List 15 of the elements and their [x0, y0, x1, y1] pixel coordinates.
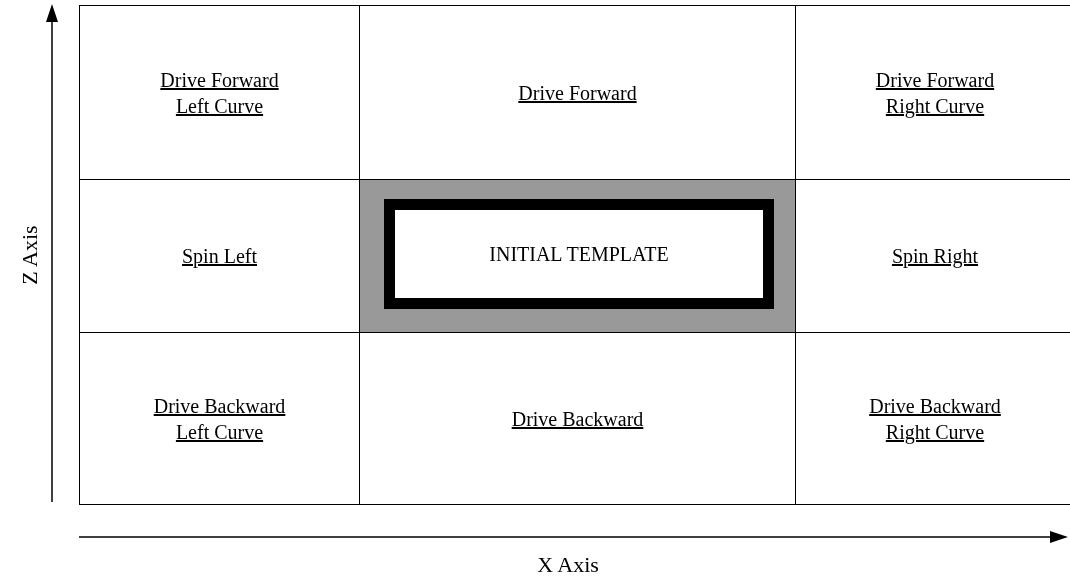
- cell-label: Spin Right: [891, 244, 979, 269]
- cell-label: Drive Forward Right Curve: [874, 67, 996, 119]
- shaded-cell: [359, 179, 796, 333]
- axis-label: Z Axis: [17, 225, 43, 285]
- cell-label: Drive Forward Left Curve: [159, 67, 280, 119]
- grid-cell: [79, 332, 360, 505]
- cell-label: Drive Backward Left Curve: [152, 393, 287, 445]
- box-label: INITIAL TEMPLATE: [489, 242, 669, 267]
- cell-label: Drive Backward: [511, 406, 644, 432]
- template-box: [384, 199, 774, 309]
- axis-label: X Axis: [537, 552, 599, 578]
- cell-label: Spin Left: [182, 244, 257, 269]
- grid-cell: [79, 5, 360, 180]
- cell-label: Drive Backward Right Curve: [868, 393, 1002, 445]
- cell-label: Drive Forward: [518, 80, 637, 106]
